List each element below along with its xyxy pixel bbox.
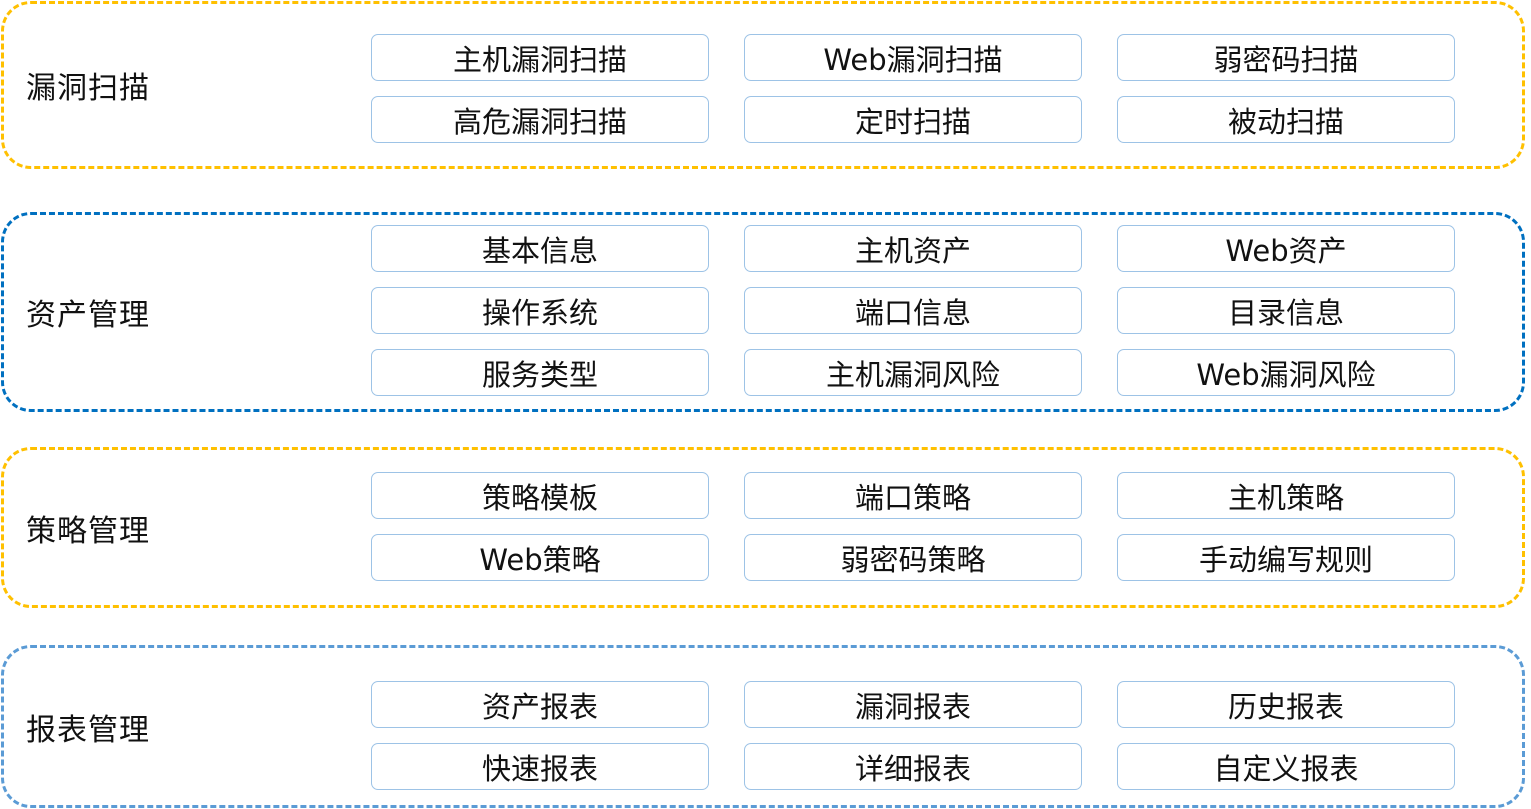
report-management-item-button[interactable]: 历史报表 bbox=[1117, 681, 1455, 728]
policy-management-item-button[interactable]: Web策略 bbox=[371, 534, 709, 581]
asset-management-item-button[interactable]: 主机资产 bbox=[744, 225, 1082, 272]
asset-management-item-button[interactable]: 基本信息 bbox=[371, 225, 709, 272]
report-management-item-button[interactable]: 漏洞报表 bbox=[744, 681, 1082, 728]
report-management-item-button[interactable]: 快速报表 bbox=[371, 743, 709, 790]
asset-management-item-button[interactable]: Web漏洞风险 bbox=[1117, 349, 1455, 396]
vulnerability-scan-item-button[interactable]: 弱密码扫描 bbox=[1117, 34, 1455, 81]
asset-management-item-button[interactable]: 端口信息 bbox=[744, 287, 1082, 334]
policy-management-group: 策略管理 策略模板端口策略主机策略 Web策略弱密码策略手动编写规则 bbox=[1, 447, 1525, 608]
policy-management-item-button[interactable]: 主机策略 bbox=[1117, 472, 1455, 519]
vulnerability-scan-group: 漏洞扫描 主机漏洞扫描 Web漏洞扫描弱密码扫描高危漏洞扫描定时扫描被动扫描 bbox=[1, 1, 1525, 169]
report-management-item-button[interactable]: 资产报表 bbox=[371, 681, 709, 728]
asset-management-item-button[interactable]: 操作系统 bbox=[371, 287, 709, 334]
asset-management-item-button[interactable]: 目录信息 bbox=[1117, 287, 1455, 334]
policy-management-title: 策略管理 bbox=[26, 513, 150, 549]
report-management-title: 报表管理 bbox=[26, 712, 150, 748]
vulnerability-scan-title: 漏洞扫描 bbox=[26, 71, 150, 106]
report-management-group: 报表管理 资产报表漏洞报表历史报表快速报表详细报表自定义报表 bbox=[1, 645, 1525, 808]
report-management-items: 资产报表漏洞报表历史报表快速报表详细报表自定义报表 bbox=[371, 681, 1455, 790]
asset-management-item-button[interactable]: Web资产 bbox=[1117, 225, 1455, 272]
vulnerability-scan-item-button[interactable]: Web漏洞扫描 bbox=[744, 34, 1082, 81]
vulnerability-scan-item-button[interactable]: 定时扫描 bbox=[744, 96, 1082, 143]
vulnerability-scan-items: 主机漏洞扫描 Web漏洞扫描弱密码扫描高危漏洞扫描定时扫描被动扫描 bbox=[371, 34, 1455, 143]
report-management-item-button[interactable]: 详细报表 bbox=[744, 743, 1082, 790]
asset-management-group: 资产管理 基本信息主机资产 Web资产操作系统端口信息目录信息服务类型主机漏洞风险 W… bbox=[1, 212, 1525, 412]
policy-management-item-button[interactable]: 端口策略 bbox=[744, 472, 1082, 519]
vulnerability-scan-item-button[interactable]: 高危漏洞扫描 bbox=[371, 96, 709, 143]
vulnerability-scan-item-button[interactable]: 被动扫描 bbox=[1117, 96, 1455, 143]
asset-management-item-button[interactable]: 主机漏洞风险 bbox=[744, 349, 1082, 396]
policy-management-item-button[interactable]: 弱密码策略 bbox=[744, 534, 1082, 581]
policy-management-item-button[interactable]: 手动编写规则 bbox=[1117, 534, 1455, 581]
policy-management-item-button[interactable]: 策略模板 bbox=[371, 472, 709, 519]
vulnerability-scan-item-button[interactable]: 主机漏洞扫描 bbox=[371, 34, 709, 81]
policy-management-items: 策略模板端口策略主机策略 Web策略弱密码策略手动编写规则 bbox=[371, 472, 1455, 581]
report-management-item-button[interactable]: 自定义报表 bbox=[1117, 743, 1455, 790]
asset-management-item-button[interactable]: 服务类型 bbox=[371, 349, 709, 396]
asset-management-items: 基本信息主机资产 Web资产操作系统端口信息目录信息服务类型主机漏洞风险 Web漏洞… bbox=[371, 225, 1455, 396]
asset-management-title: 资产管理 bbox=[26, 298, 150, 333]
